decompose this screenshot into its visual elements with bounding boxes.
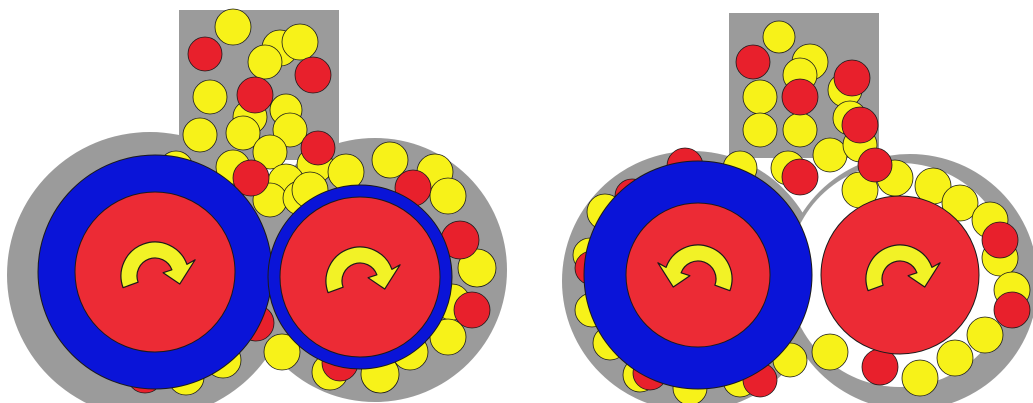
particle-red (862, 349, 898, 385)
right-configuration-panel (562, 13, 1033, 403)
particle-yellow (248, 45, 282, 79)
left-configuration-panel (7, 9, 507, 403)
particle-yellow (813, 138, 847, 172)
particle-red (736, 45, 770, 79)
particle-yellow (812, 334, 848, 370)
right-configuration-left-rotor (584, 161, 812, 389)
particle-yellow (282, 24, 318, 60)
particle-red (994, 292, 1030, 328)
particle-red (982, 222, 1018, 258)
left-configuration-left-rotor (38, 155, 272, 389)
particle-yellow (783, 113, 817, 147)
left-configuration-right-rotor (268, 185, 452, 369)
particle-red (188, 37, 222, 71)
particle-yellow (763, 21, 795, 53)
particle-red (842, 107, 878, 143)
rotor-core (280, 197, 440, 357)
particle-yellow (215, 9, 251, 45)
particle-red (782, 79, 818, 115)
rotor-core (75, 192, 235, 352)
right-configuration-right-rotor (821, 196, 979, 354)
particle-red (237, 77, 273, 113)
particle-red (834, 60, 870, 96)
particle-yellow (183, 118, 217, 152)
particle-yellow (193, 80, 227, 114)
particle-red (782, 159, 818, 195)
particle-yellow (967, 317, 1003, 353)
particle-yellow (430, 178, 466, 214)
particle-yellow (372, 142, 408, 178)
particle-red (454, 292, 490, 328)
particle-red (301, 131, 335, 165)
rotor-core (821, 196, 979, 354)
particle-yellow (743, 113, 777, 147)
particle-red (858, 148, 892, 182)
particle-yellow (937, 340, 973, 376)
rotor-core (626, 203, 770, 347)
particle-red (295, 57, 331, 93)
particle-yellow (743, 80, 777, 114)
particle-yellow (902, 360, 938, 396)
